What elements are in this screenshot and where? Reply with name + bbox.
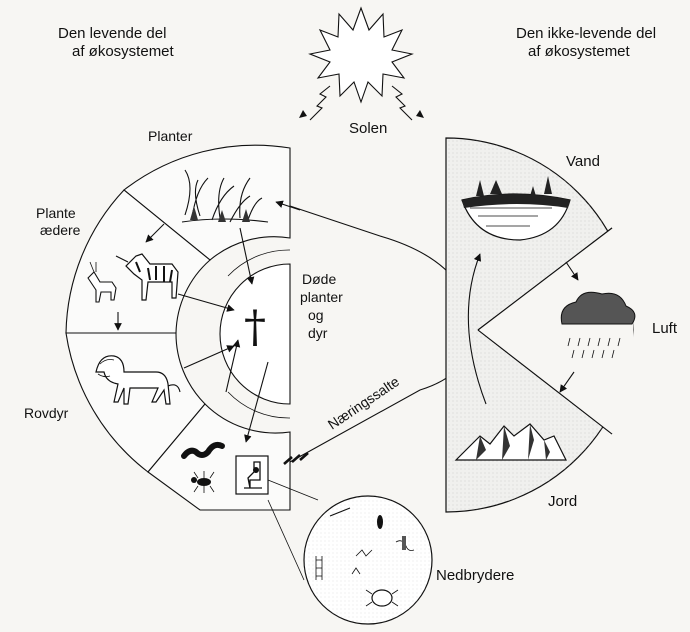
left-heading-line-2: af økosystemet bbox=[72, 43, 175, 60]
planteaedere-label-2: ædere bbox=[40, 222, 81, 238]
dode-label-3: og bbox=[308, 307, 324, 323]
rovdyr-label: Rovdyr bbox=[24, 405, 69, 421]
planteaedere-label-1: Plante bbox=[36, 205, 76, 221]
dode-label: Døde planter og dyr bbox=[300, 271, 343, 341]
nedbrydere-label: Nedbrydere bbox=[436, 567, 514, 584]
dode-label-2: planter bbox=[300, 289, 343, 305]
sun-icon bbox=[299, 8, 424, 120]
dode-label-4: dyr bbox=[308, 325, 328, 341]
left-heading: Den levende del af økosystemet bbox=[58, 25, 175, 60]
left-heading-line-1: Den levende del bbox=[58, 25, 166, 42]
beetle-icon bbox=[372, 590, 392, 606]
microscope-icon bbox=[236, 456, 268, 494]
sun-label: Solen bbox=[349, 120, 387, 137]
cross-icon: † bbox=[244, 302, 266, 353]
right-heading-line-2: af økosystemet bbox=[528, 43, 631, 60]
decomposer-magnifier bbox=[268, 480, 432, 624]
right-heading-line-1: Den ikke-levende del bbox=[516, 25, 656, 42]
dode-label-1: Døde bbox=[302, 271, 336, 287]
vand-label: Vand bbox=[566, 153, 600, 170]
luft-label: Luft bbox=[652, 320, 678, 337]
planter-label: Planter bbox=[148, 128, 193, 144]
nutrient-loop bbox=[276, 202, 474, 464]
microbe-1 bbox=[377, 515, 383, 529]
right-heading: Den ikke-levende del af økosystemet bbox=[516, 25, 656, 60]
naeringssalte-label: Næringssalte bbox=[325, 373, 402, 433]
jord-label: Jord bbox=[548, 493, 577, 510]
